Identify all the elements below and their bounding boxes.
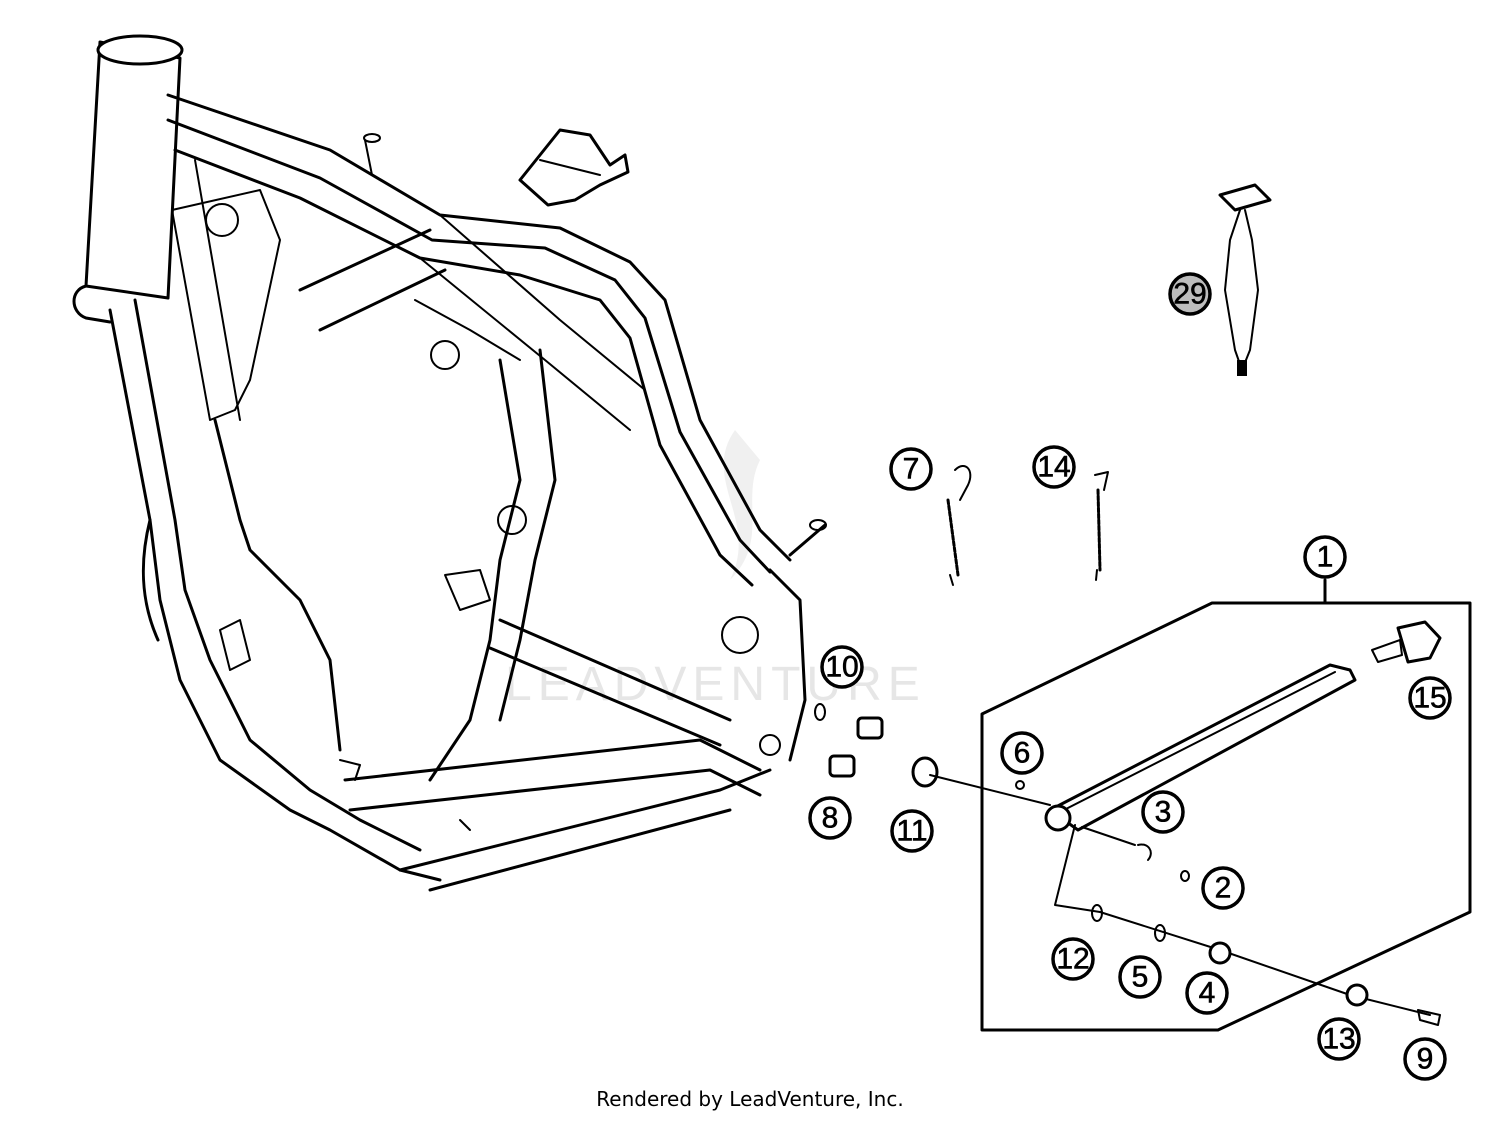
svg-text:9: 9 — [1417, 1043, 1434, 1076]
callout-4[interactable]: 4 — [1185, 971, 1229, 1015]
side-stand-drawing — [929, 663, 1441, 1026]
callout-15[interactable]: 15 — [1408, 676, 1452, 720]
svg-text:8: 8 — [822, 802, 839, 835]
svg-text:12: 12 — [1056, 943, 1089, 976]
callout-8[interactable]: 8 — [808, 796, 852, 840]
callout-5[interactable]: 5 — [1118, 955, 1162, 999]
svg-text:11: 11 — [896, 815, 927, 848]
svg-text:4: 4 — [1199, 977, 1216, 1010]
callout-14[interactable]: 14 — [1032, 445, 1076, 489]
svg-text:7: 7 — [903, 453, 920, 486]
callout-29[interactable]: 29 — [1168, 272, 1212, 316]
svg-text:3: 3 — [1155, 796, 1172, 829]
svg-text:1: 1 — [1317, 541, 1334, 574]
callout-3[interactable]: 3 — [1141, 790, 1185, 834]
callout-6[interactable]: 6 — [1000, 731, 1044, 775]
callout-1[interactable]: 1 — [1303, 535, 1347, 579]
part-7-spring — [946, 465, 972, 586]
render-credit: Rendered by LeadVenture, Inc. — [596, 1087, 904, 1111]
callout-7[interactable]: 7 — [889, 447, 933, 491]
parts-8-10-fasteners — [814, 703, 939, 788]
steering-head-top — [96, 34, 184, 66]
part-15-bolt — [1371, 620, 1442, 664]
callout-11[interactable]: 11 — [890, 809, 934, 853]
watermark-flame-logo — [723, 430, 760, 580]
svg-text:29: 29 — [1173, 278, 1206, 311]
svg-text:2: 2 — [1215, 872, 1232, 905]
callout-12[interactable]: 12 — [1051, 937, 1095, 981]
steering-head-tube — [84, 40, 182, 300]
svg-text:13: 13 — [1322, 1023, 1355, 1056]
frame-drawing — [72, 34, 827, 892]
svg-text:14: 14 — [1037, 451, 1070, 484]
callout-10[interactable]: 10 — [820, 645, 864, 689]
svg-text:5: 5 — [1132, 961, 1149, 994]
svg-text:10: 10 — [825, 651, 858, 684]
svg-text:6: 6 — [1014, 737, 1031, 770]
part-14-spring — [1094, 471, 1109, 581]
part-29-tool — [1218, 183, 1272, 376]
svg-text:15: 15 — [1413, 682, 1446, 715]
callout-13[interactable]: 13 — [1317, 1017, 1361, 1061]
callout-2[interactable]: 2 — [1201, 866, 1245, 910]
assembly-1-outline — [980, 601, 1472, 1032]
callout-9[interactable]: 9 — [1403, 1037, 1447, 1081]
